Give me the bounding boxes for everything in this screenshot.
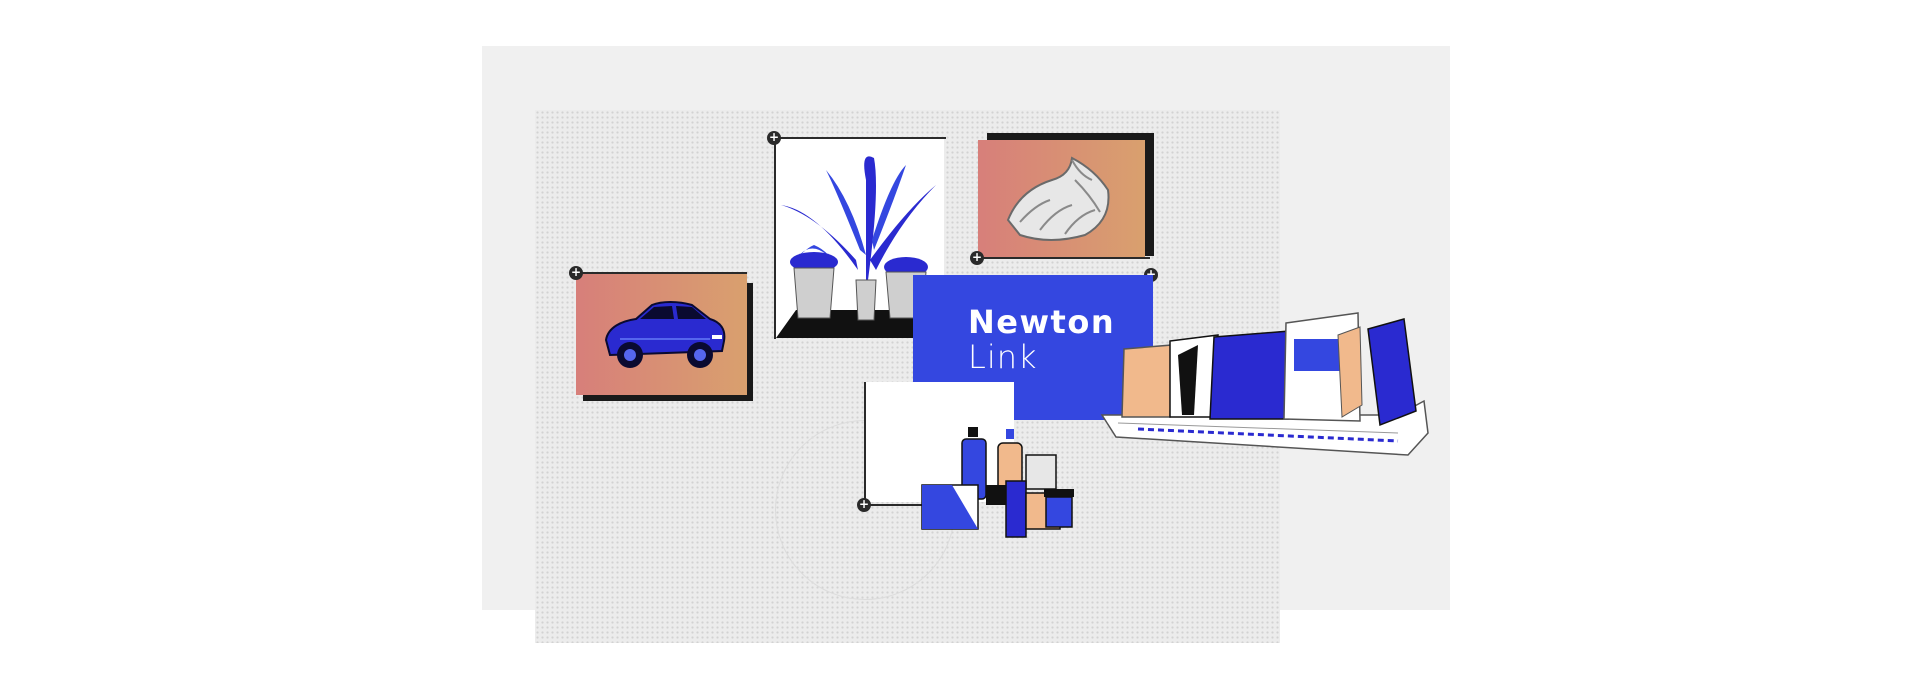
cosmetics-icon (921, 427, 1074, 538)
croissant-card-pin-icon[interactable]: + (970, 250, 984, 265)
croissant-icon (1006, 156, 1110, 241)
cosmetics-card-bottom-edge (864, 504, 964, 506)
brand-name: Newton (968, 303, 1116, 341)
car-card-top-edge (576, 272, 747, 274)
plant-card-left-edge (774, 137, 776, 339)
croissant-card-bottom-edge (978, 257, 1150, 259)
cosmetics-card-left-edge (864, 382, 866, 506)
pillow-shelf-icon (1100, 312, 1429, 456)
car-card-pin-icon[interactable]: + (569, 265, 583, 280)
plant-card-pin-icon[interactable]: + (767, 130, 781, 145)
brand-subtitle: Link (968, 338, 1038, 376)
cosmetics-card (866, 382, 1014, 502)
cosmetics-card-pin-icon[interactable]: + (857, 497, 871, 512)
plant-card-top-edge (774, 137, 946, 139)
car-icon (604, 301, 726, 368)
